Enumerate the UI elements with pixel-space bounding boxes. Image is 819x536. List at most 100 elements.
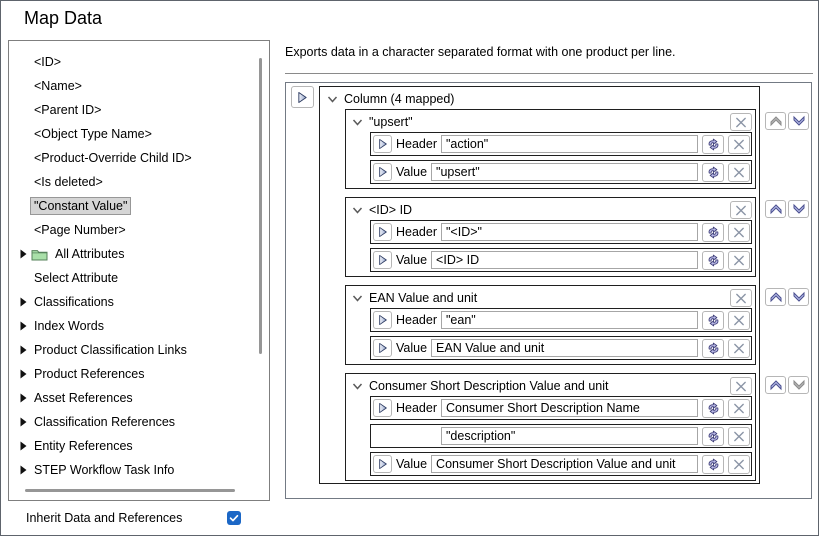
list-item[interactable]: <ID> (9, 50, 269, 74)
list-item-label: Product Classification Links (34, 343, 187, 357)
list-item-label: <Name> (34, 79, 82, 93)
row-value-box[interactable]: "<ID>" (441, 223, 698, 241)
row-type-label: Value (396, 341, 428, 355)
list-item-label: <ID> (34, 55, 62, 69)
expand-triangle-icon[interactable] (20, 465, 31, 475)
move-up-button[interactable] (765, 288, 786, 306)
row-value-box[interactable]: Consumer Short Description Value and uni… (431, 455, 698, 473)
expand-triangle-icon[interactable] (20, 321, 31, 331)
play-button[interactable] (373, 163, 392, 181)
move-down-button[interactable] (788, 376, 809, 394)
transform-button[interactable] (702, 426, 724, 446)
transform-button[interactable] (702, 398, 724, 418)
mapping-group-title: Consumer Short Description Value and uni… (369, 379, 609, 393)
list-item[interactable]: Product References (9, 362, 269, 386)
move-down-button[interactable] (788, 200, 809, 218)
move-up-button[interactable] (765, 200, 786, 218)
list-item[interactable]: <Name> (9, 74, 269, 98)
list-item[interactable]: Product Classification Links (9, 338, 269, 362)
remove-group-button[interactable] (730, 377, 752, 395)
inherit-data-checkbox[interactable] (227, 511, 241, 525)
chevron-down-icon[interactable] (352, 295, 363, 302)
row-value-box[interactable]: "upsert" (431, 163, 698, 181)
list-item[interactable]: <Product-Override Child ID> (9, 146, 269, 170)
folder-icon (31, 248, 48, 261)
list-item[interactable]: Classifications (9, 290, 269, 314)
inherit-data-label: Inherit Data and References (26, 511, 183, 525)
row-value-box[interactable]: "description" (441, 427, 698, 445)
list-item[interactable]: Asset References (9, 386, 269, 410)
remove-group-button[interactable] (730, 201, 752, 219)
chevron-down-icon[interactable] (352, 207, 363, 214)
expand-triangle-icon[interactable] (20, 249, 31, 259)
list-item[interactable]: STEP Workflow Task Info (9, 458, 269, 482)
remove-row-button[interactable] (728, 454, 750, 474)
vertical-scrollbar[interactable] (259, 58, 262, 354)
remove-group-button[interactable] (730, 113, 752, 131)
list-item[interactable]: <Parent ID> (9, 98, 269, 122)
move-up-button[interactable] (765, 112, 786, 130)
row-type-label: Value (396, 253, 428, 267)
move-buttons (765, 376, 809, 394)
row-value-box[interactable]: <ID> ID (431, 251, 698, 269)
chevron-down-icon[interactable] (352, 383, 363, 390)
list-item[interactable]: All Attributes (9, 242, 269, 266)
row-value-box[interactable]: "ean" (441, 311, 698, 329)
play-button[interactable] (373, 251, 392, 269)
list-item-label: <Product-Override Child ID> (34, 151, 192, 165)
list-item-label: "Constant Value" (29, 197, 132, 215)
row-value-box[interactable]: EAN Value and unit (431, 339, 698, 357)
transform-button[interactable] (702, 250, 724, 270)
list-item[interactable]: <Is deleted> (9, 170, 269, 194)
remove-row-button[interactable] (728, 310, 750, 330)
play-button[interactable] (373, 223, 392, 241)
play-button[interactable] (373, 135, 392, 153)
play-button[interactable] (373, 339, 392, 357)
expand-triangle-icon[interactable] (20, 345, 31, 355)
horizontal-scrollbar[interactable] (25, 489, 235, 492)
list-item-selected[interactable]: "Constant Value" (9, 194, 269, 218)
remove-row-button[interactable] (728, 162, 750, 182)
mapping-row: Value "upsert" (370, 160, 752, 184)
play-button[interactable] (291, 86, 314, 108)
transform-button[interactable] (702, 222, 724, 242)
list-item[interactable]: Index Words (9, 314, 269, 338)
column-group-box: Column (4 mapped) "upsert" Header "actio… (319, 86, 760, 484)
transform-button[interactable] (702, 162, 724, 182)
remove-row-button[interactable] (728, 134, 750, 154)
move-up-button[interactable] (765, 376, 786, 394)
transform-button[interactable] (702, 134, 724, 154)
expand-triangle-icon[interactable] (20, 369, 31, 379)
mapping-group: Consumer Short Description Value and uni… (345, 373, 756, 481)
list-item[interactable]: Select Attribute (9, 266, 269, 290)
play-button[interactable] (373, 311, 392, 329)
expand-triangle-icon[interactable] (20, 441, 31, 451)
play-button[interactable] (373, 399, 392, 417)
chevron-down-icon[interactable] (327, 96, 338, 103)
expand-triangle-icon[interactable] (20, 393, 31, 403)
list-item[interactable]: Entity References (9, 434, 269, 458)
list-item[interactable]: <Page Number> (9, 218, 269, 242)
remove-row-button[interactable] (728, 398, 750, 418)
remove-group-button[interactable] (730, 289, 752, 307)
row-value-box[interactable]: "action" (441, 135, 698, 153)
mapping-group-header: "upsert" (348, 112, 753, 132)
remove-row-button[interactable] (728, 426, 750, 446)
expand-triangle-icon[interactable] (20, 297, 31, 307)
list-item-label: Index Words (34, 319, 104, 333)
transform-button[interactable] (702, 338, 724, 358)
move-down-button[interactable] (788, 288, 809, 306)
transform-button[interactable] (702, 454, 724, 474)
chevron-down-icon[interactable] (352, 119, 363, 126)
remove-row-button[interactable] (728, 338, 750, 358)
list-item[interactable]: Classification References (9, 410, 269, 434)
move-down-button[interactable] (788, 112, 809, 130)
remove-row-button[interactable] (728, 250, 750, 270)
play-button[interactable] (373, 455, 392, 473)
row-value-box[interactable]: Consumer Short Description Name (441, 399, 698, 417)
transform-button[interactable] (702, 310, 724, 330)
list-item[interactable]: <Object Type Name> (9, 122, 269, 146)
mapping-group: "upsert" Header "action" (345, 109, 756, 189)
remove-row-button[interactable] (728, 222, 750, 242)
expand-triangle-icon[interactable] (20, 417, 31, 427)
